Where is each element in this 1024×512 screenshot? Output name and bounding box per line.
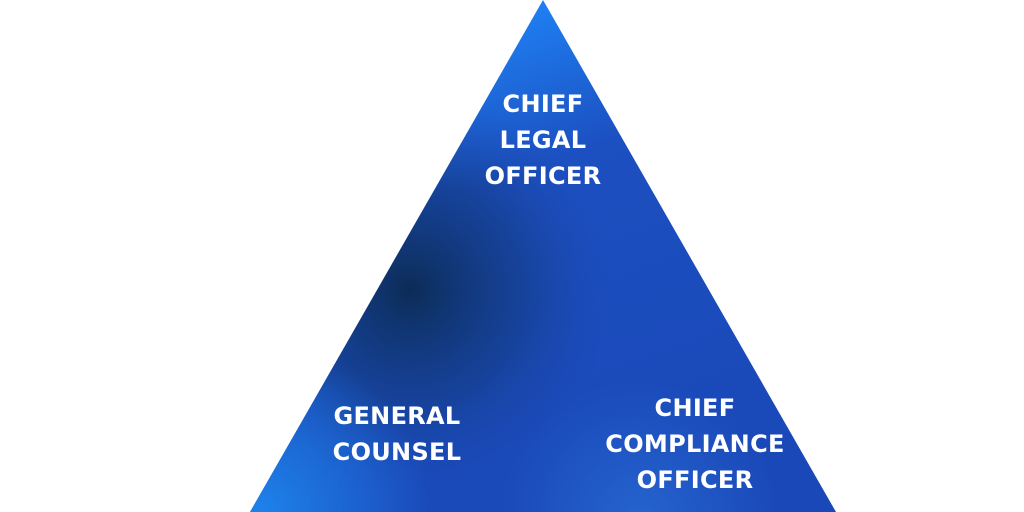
label-line: OFFICER	[484, 162, 602, 190]
label-line: OFFICER	[636, 466, 754, 494]
general-counsel-label: GENERAL COUNSEL	[297, 398, 497, 470]
chief-compliance-officer-label: CHIEF COMPLIANCE OFFICER	[575, 390, 815, 498]
label-line: LEGAL	[499, 126, 587, 154]
label-line: COMPLIANCE	[605, 430, 785, 458]
label-line: CHIEF	[654, 394, 736, 422]
label-line: GENERAL	[333, 402, 461, 430]
triangle-shading-bottom-right	[250, 0, 836, 512]
chief-legal-officer-label: CHIEF LEGAL OFFICER	[443, 86, 643, 194]
label-line: CHIEF	[502, 90, 584, 118]
label-line: COUNSEL	[332, 438, 462, 466]
